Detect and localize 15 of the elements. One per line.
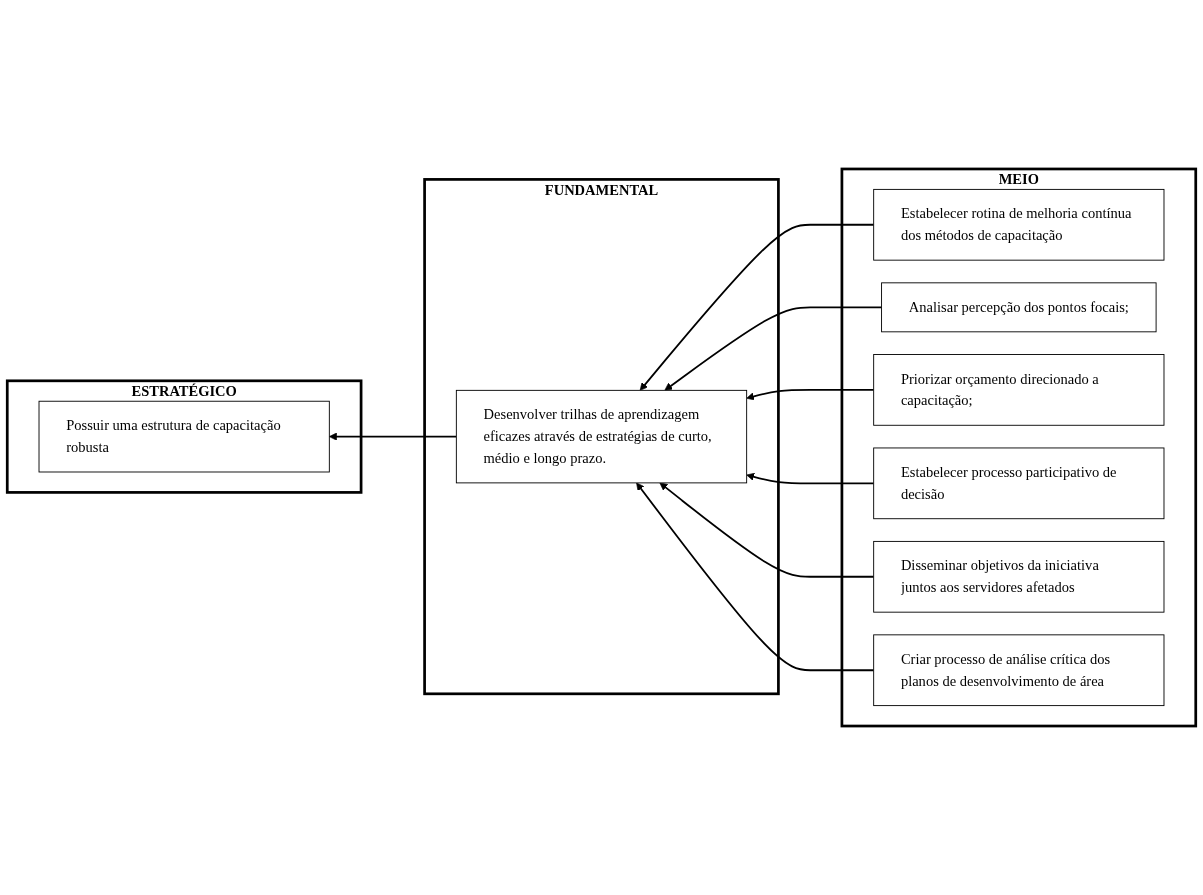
- node-box: Disseminar objetivos da iniciativa juntos aos servidores afetados: [873, 540, 1165, 613]
- arrow: [639, 223, 875, 391]
- node-box: Estabelecer rotina de melhoria contínua dos métodos de capacitação: [873, 188, 1165, 261]
- arrow: [659, 482, 875, 578]
- arrow: [746, 389, 875, 401]
- node-box: Possuir uma estrutura de capacitação robusta: [38, 400, 330, 473]
- arrow: [746, 472, 875, 485]
- arrow: [664, 306, 883, 391]
- node-box: Desenvolver trilhas de aprendizagem eficazes através de estratégias de curto, médio e longo prazo.: [455, 389, 748, 484]
- arrow: [636, 482, 875, 672]
- arrow: [328, 432, 458, 441]
- node-box: Priorizar orçamento direcionado a capacitação;: [873, 354, 1165, 426]
- node-box: Estabelecer processo participativo de decisão: [873, 447, 1165, 520]
- node-box: Criar processo de análise crítica dos planos de desenvolvimento de área: [873, 634, 1165, 707]
- node-box: Analisar percepção dos pontos focais;: [881, 282, 1157, 333]
